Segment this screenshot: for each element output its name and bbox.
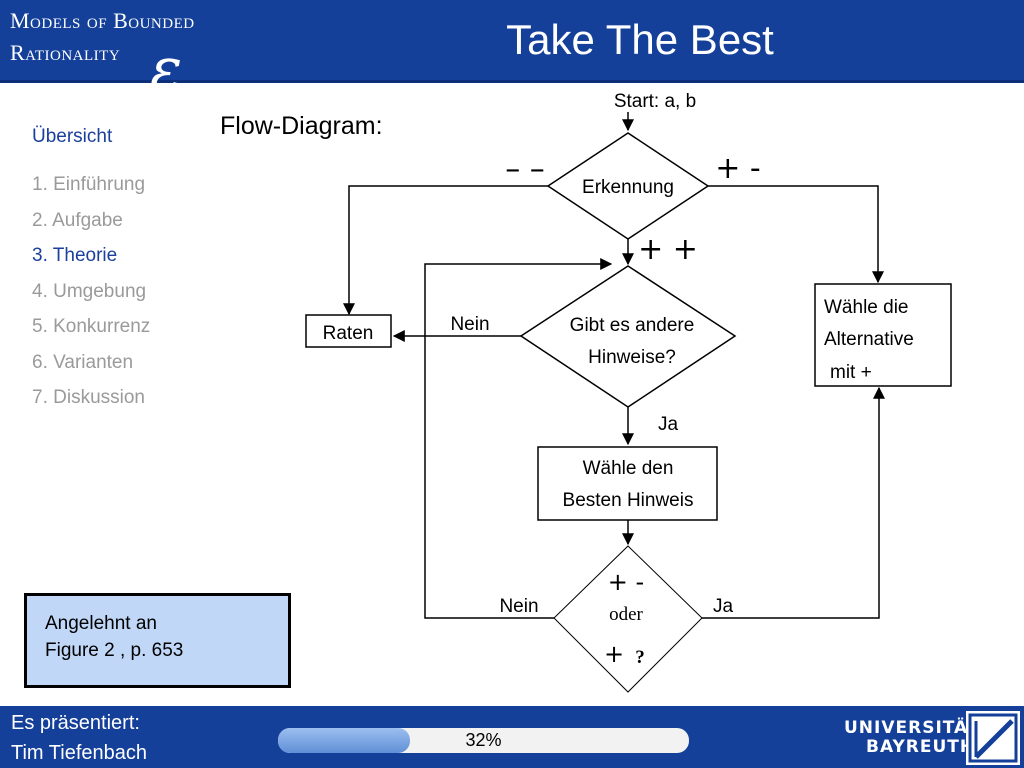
logo-text-line2: Rationality: [10, 40, 121, 65]
progress-label: 32%: [465, 730, 502, 750]
question-diamond: [519, 265, 737, 408]
sign-plus-minus: + -: [715, 151, 761, 186]
decision-sign2-plus: +: [604, 640, 624, 668]
university-name-line1: UNIVERSITÄT: [844, 718, 980, 738]
outline-item-introduction[interactable]: 1. Einführung: [32, 174, 146, 195]
university-name-line2: BAYREUTH: [866, 737, 976, 757]
sidebar-heading: Übersicht: [32, 126, 113, 147]
header-divider: [0, 80, 1024, 83]
sign-minus-minus: – –: [505, 152, 545, 187]
best-cue-line2: Besten Hinweis: [563, 490, 694, 511]
no-label-top: Nein: [450, 314, 489, 335]
note-line1: Angelehnt an: [45, 613, 157, 634]
guess-box: [305, 314, 392, 348]
note-line2: Figure 2 , p. 653: [45, 640, 184, 661]
outline-item-competition[interactable]: 5. Konkurrenz: [32, 316, 151, 337]
decision-sign2-question: ?: [635, 647, 645, 668]
arrow-recognition-to-guess: [343, 185, 548, 316]
question-line2: Hinweise?: [588, 347, 676, 368]
outline-item-theory[interactable]: 3. Theorie: [32, 245, 118, 266]
yes-label-bottom: Ja: [713, 596, 734, 617]
outline-list: 1. Einführung 2. Aufgabe 3. Theorie 4. U…: [32, 172, 150, 421]
progress-fill: [278, 728, 410, 753]
presenter-label: Es präsentiert:: [11, 712, 140, 734]
arrow-decision-to-choose: [702, 386, 885, 619]
outline-item-environment[interactable]: 4. Umgebung: [32, 280, 147, 302]
choose-alt-line3: mit +: [830, 362, 872, 383]
header-bar: [0, 0, 1024, 80]
university-logo-icon: [966, 711, 1020, 765]
outline-item-variants[interactable]: 6. Varianten: [32, 351, 134, 373]
decision-diamond: [553, 545, 703, 693]
choose-alternative-box: [814, 283, 952, 387]
outline-item-task[interactable]: 2. Aufgabe: [32, 209, 123, 231]
choose-alt-line1: Wähle die: [824, 297, 909, 318]
no-label-bottom: Nein: [499, 596, 538, 617]
outline-item-discussion[interactable]: 7. Diskussion: [32, 387, 145, 408]
best-cue-line1: Wähle den: [583, 458, 674, 479]
diagram-subtitle: Flow-Diagram:: [220, 112, 383, 140]
logo-text-line1: Models of Bounded: [10, 8, 195, 33]
arrow-recognition-to-choose: [708, 185, 884, 284]
guess-label: Raten: [323, 323, 374, 344]
start-label: Start: a, b: [614, 91, 696, 112]
slide-title: Take The Best: [506, 16, 774, 63]
logo-epsilon-mark: ε: [150, 35, 183, 105]
yes-label-top: Ja: [658, 414, 679, 435]
arrow-decision-loop-back: [424, 258, 613, 619]
choose-alt-line2: Alternative: [824, 329, 914, 350]
reference-note: Angelehnt an Figure 2 , p. 653: [24, 593, 291, 688]
progress-bar: 32%: [278, 728, 689, 753]
best-cue-box: [537, 446, 718, 521]
decision-or: oder: [609, 604, 643, 625]
decision-sign1: + -: [608, 568, 644, 596]
recognition-label: Erkennung: [582, 177, 674, 198]
sign-plus-plus: + +: [638, 232, 698, 267]
presenter-name: Tim Tiefenbach: [11, 742, 147, 764]
question-line1: Gibt es andere: [570, 315, 695, 336]
